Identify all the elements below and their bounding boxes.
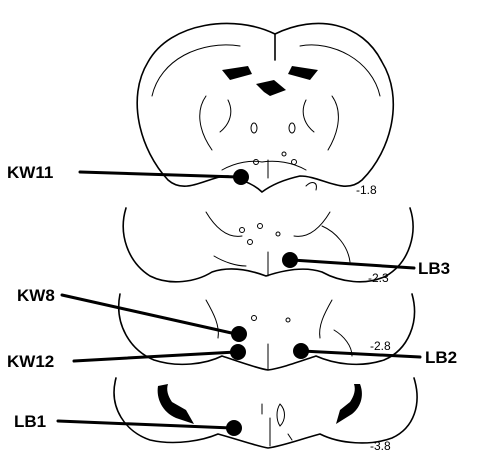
label-lb3: LB3 [418,259,450,278]
pointer-lb2 [302,351,420,357]
pointer-kw11 [80,172,238,177]
level-label-minus-2.3: -2.3 [368,271,389,285]
label-kw8: KW8 [17,286,55,305]
label-kw11: KW11 [7,163,53,182]
pointer-lines [58,172,420,428]
level-labels: -1.8 -2.3 -2.8 -3.8 [356,183,391,453]
label-kw12: KW12 [7,352,54,371]
pointer-kw8 [62,295,236,334]
pointer-lb1 [58,421,232,428]
level-label-minus-1.8: -1.8 [356,183,377,197]
lesion-markers [226,169,309,436]
label-lb2: LB2 [425,348,457,367]
section-minus-3.8 [114,378,417,448]
label-lb1: LB1 [14,412,46,431]
section-minus-1.8 [137,23,393,192]
level-label-minus-3.8: -3.8 [370,439,391,453]
section-minus-2.8 [119,294,415,370]
pointer-lb3 [292,260,414,268]
level-label-minus-2.8: -2.8 [370,339,391,353]
